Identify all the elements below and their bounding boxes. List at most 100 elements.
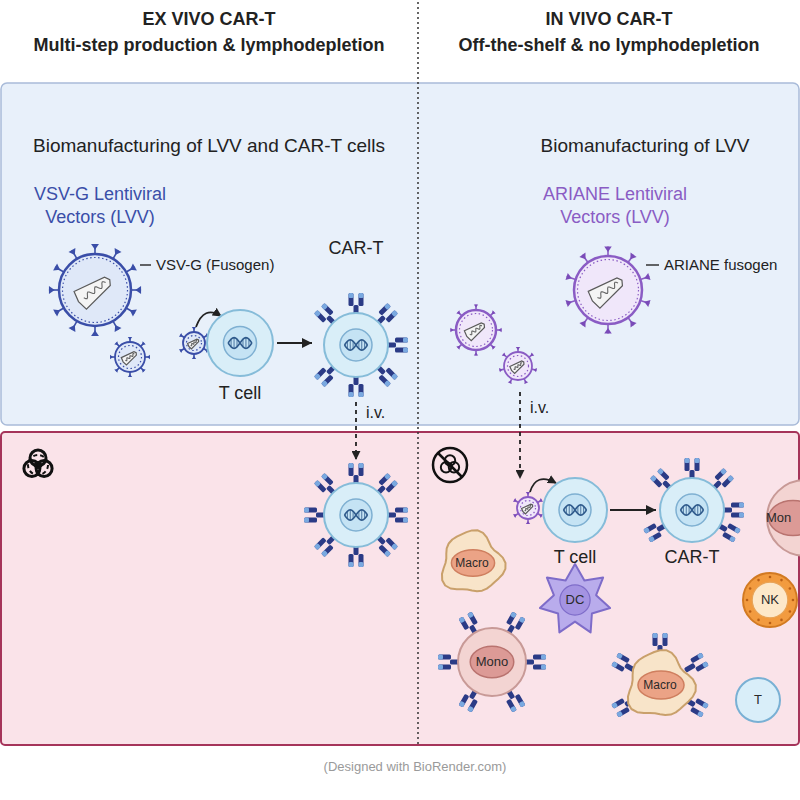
immune-cell: Macro — [626, 653, 694, 717]
drawing-part — [438, 665, 443, 670]
drawing-part — [757, 579, 760, 582]
drawing-part — [321, 544, 334, 557]
drawing-part — [207, 310, 273, 376]
cell-label: CAR-T — [658, 547, 726, 569]
cell-label: DC — [566, 592, 585, 608]
drawing-part — [438, 665, 451, 670]
drawing-part — [179, 349, 183, 353]
drawing-part — [470, 646, 514, 677]
drawing-part — [697, 653, 704, 660]
drawing-part — [460, 314, 493, 347]
drawing-part — [690, 653, 704, 664]
drawing-part — [321, 374, 334, 387]
drawing-part — [508, 380, 512, 384]
text-label: VSV-G (Fusogen) — [156, 256, 274, 274]
drawing-part — [736, 678, 780, 722]
drawing-part — [248, 339, 249, 347]
drawing-part — [513, 498, 517, 502]
drawing-part — [689, 506, 690, 513]
drawing-part — [147, 355, 150, 359]
drawing-part — [513, 514, 517, 518]
drawing-part — [492, 310, 496, 314]
drawing-part — [438, 655, 451, 660]
drawing-part — [572, 506, 573, 513]
drawing-part — [391, 480, 398, 487]
t-cell-drawing — [543, 478, 607, 542]
drawing-part — [130, 310, 137, 317]
immune-cell: Macro — [437, 530, 507, 596]
drawing-part — [72, 271, 116, 311]
cell-label: T cell — [205, 383, 275, 405]
drawing-part — [583, 506, 584, 513]
drawing-part — [616, 653, 630, 664]
t-cell-drawing — [207, 310, 273, 376]
drawing-part — [438, 655, 443, 660]
lentiviral-vector — [179, 327, 209, 359]
drawing-part — [358, 511, 359, 518]
drawing-part — [681, 505, 704, 515]
drawing-part — [378, 374, 391, 387]
infusion-arrow — [355, 402, 357, 459]
drawing-part — [526, 521, 530, 524]
drawing-part — [183, 332, 205, 354]
drawing-part — [115, 325, 122, 332]
drawing-part — [324, 483, 388, 547]
drawing-part — [179, 333, 183, 337]
drawing-part — [559, 494, 591, 526]
drawing-part — [321, 380, 328, 387]
drawing-part — [364, 341, 365, 348]
drawing-part — [650, 475, 663, 488]
drawing-part — [521, 501, 536, 516]
drawing-part — [792, 599, 795, 602]
drawing-part — [385, 310, 398, 323]
drawing-part — [526, 492, 530, 495]
manufacturing-ground — [1, 83, 799, 425]
drawing-part — [579, 253, 585, 260]
drawing-part — [59, 254, 131, 326]
drawing-part — [587, 272, 628, 309]
drawing-part — [569, 505, 570, 515]
drawing-part — [506, 699, 517, 713]
drawing-part — [521, 502, 534, 514]
drawing-part — [187, 337, 200, 349]
drawing-part — [314, 310, 321, 317]
drawing-part — [340, 329, 372, 361]
drawing-part — [359, 463, 364, 476]
macrophage-drawing — [611, 633, 709, 717]
drawing-part — [721, 475, 734, 488]
drawing-part — [364, 511, 365, 518]
drawing-part — [378, 303, 391, 316]
drawing-part — [231, 339, 232, 347]
leader-line — [140, 264, 151, 266]
drawing-part — [697, 505, 698, 515]
drawing-part — [350, 510, 351, 520]
drawing-part — [395, 338, 408, 343]
drawing-part — [128, 337, 132, 340]
drawing-part — [115, 248, 122, 255]
drawing-part — [650, 475, 657, 482]
drawing-part — [128, 374, 132, 377]
drawing-part — [467, 611, 478, 625]
drawing-part — [385, 367, 398, 380]
drawing-part — [349, 463, 354, 476]
drawing-part — [340, 499, 372, 531]
drawing-part — [729, 536, 736, 543]
drawing-part — [192, 327, 196, 330]
drawing-part — [789, 587, 792, 590]
drawing-part — [531, 352, 535, 356]
drawing-part — [63, 258, 128, 323]
monocyte-drawing — [767, 480, 800, 556]
drawing-part — [321, 550, 328, 557]
cell-shape — [314, 238, 398, 397]
infusion-arrow — [519, 392, 521, 478]
drawing-part — [587, 272, 628, 309]
no-biohazard-icon — [433, 448, 467, 482]
drawing-part — [467, 611, 474, 618]
drawing-part — [789, 610, 792, 613]
drawing-part — [508, 356, 529, 377]
drawing-part — [492, 346, 496, 350]
drawing-part — [384, 550, 391, 557]
drawing-part — [541, 655, 546, 660]
drawing-part — [130, 264, 137, 271]
drawing-part — [442, 530, 506, 591]
